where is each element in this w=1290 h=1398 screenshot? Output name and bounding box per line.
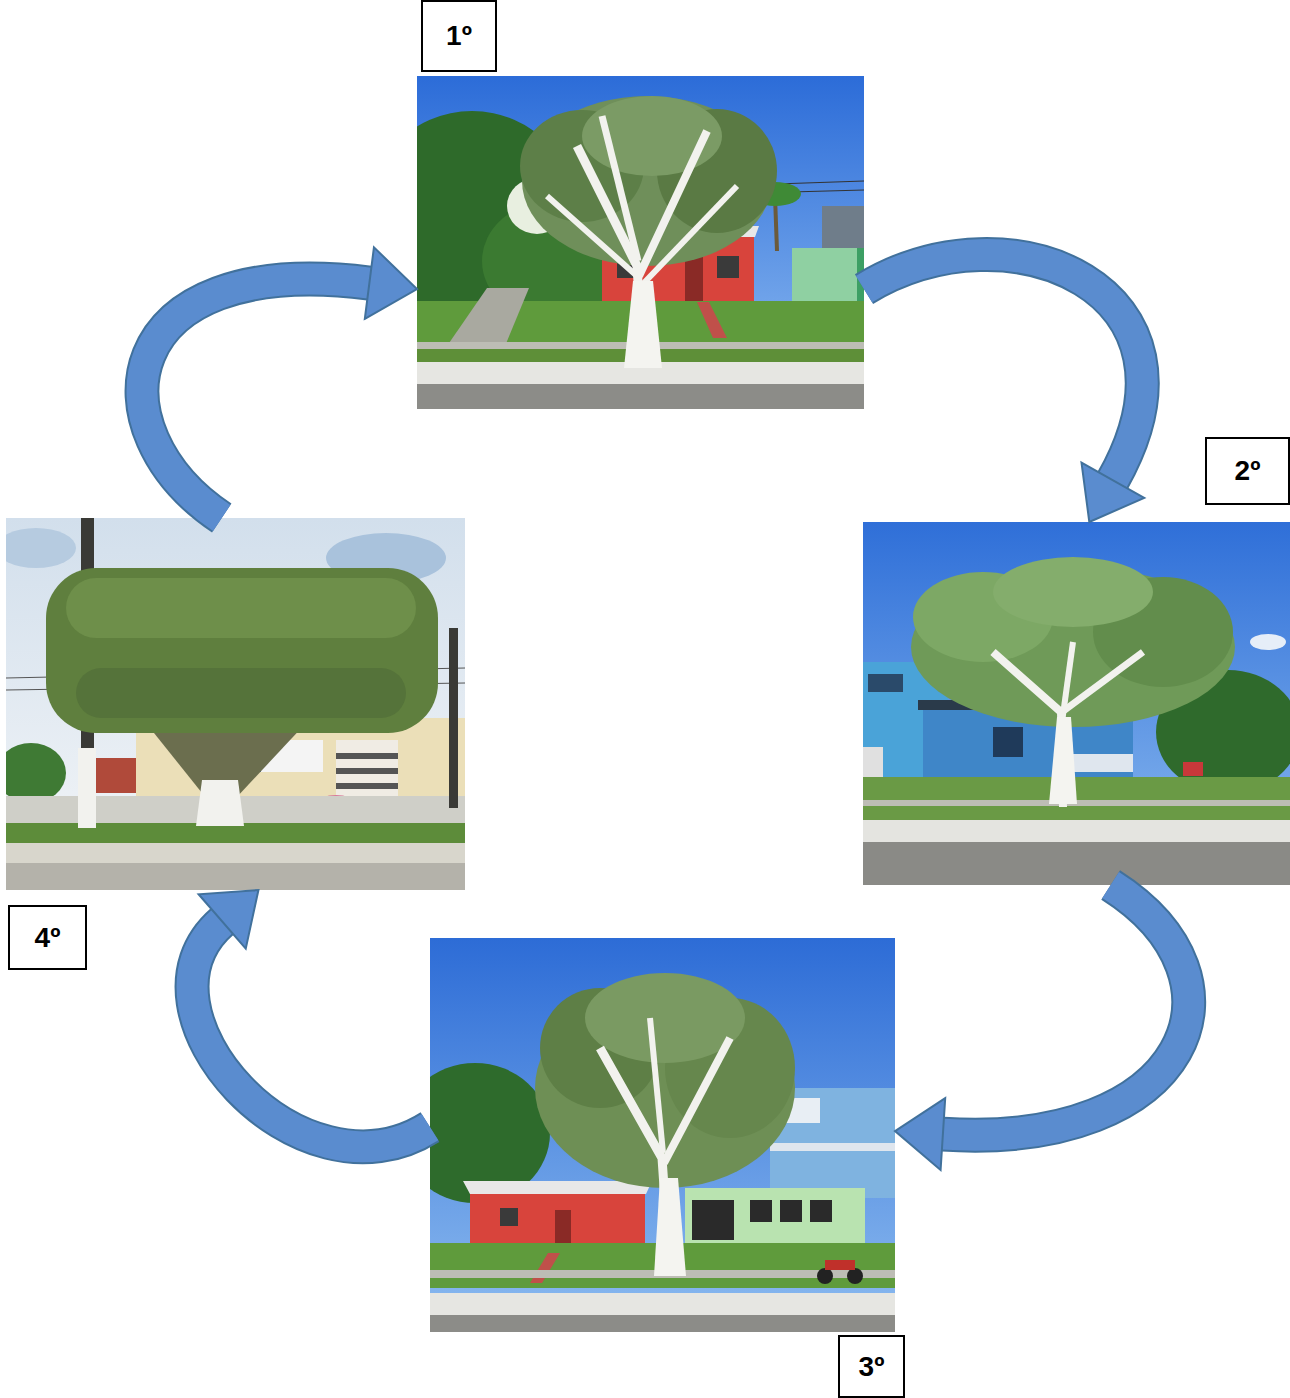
photo-detail xyxy=(641,186,737,286)
photo-detail xyxy=(624,281,662,368)
step-number: 1º xyxy=(421,0,497,72)
photo-detail xyxy=(196,780,244,826)
photo-detail xyxy=(1073,754,1133,772)
arrow-outline xyxy=(192,921,430,1146)
photo-detail xyxy=(547,196,637,276)
photo-node: 1º xyxy=(417,76,864,409)
curved-arrow xyxy=(192,890,430,1147)
arrow-body xyxy=(192,921,430,1146)
photo-detail xyxy=(66,578,416,638)
photo-node: 2º xyxy=(863,522,1290,885)
photo-detail xyxy=(500,1208,518,1226)
photo-detail xyxy=(417,384,864,409)
photo-detail xyxy=(810,1200,832,1222)
photo-node: 4º xyxy=(6,518,465,890)
photo-detail xyxy=(1183,762,1203,776)
tree-photo xyxy=(863,522,1290,885)
photo-detail xyxy=(1062,652,1143,712)
photo-detail xyxy=(6,843,465,863)
arrow-body xyxy=(864,255,1142,481)
photo-detail xyxy=(447,288,529,346)
photo-detail xyxy=(697,302,727,338)
arrow-head xyxy=(1082,463,1145,522)
photo-detail xyxy=(6,518,465,890)
photo-detail xyxy=(430,1315,895,1332)
curved-arrow xyxy=(895,885,1189,1170)
photo-detail xyxy=(817,1268,833,1284)
photo-detail xyxy=(76,668,406,718)
photo-detail xyxy=(993,727,1023,757)
photo-detail xyxy=(780,1200,802,1222)
photo-detail xyxy=(868,674,903,692)
tree-photo xyxy=(417,76,864,409)
photo-detail xyxy=(750,1200,772,1222)
photo-detail xyxy=(6,528,76,568)
photo-detail xyxy=(692,1200,734,1240)
photo-detail xyxy=(6,743,66,803)
photo-detail xyxy=(650,1018,663,1153)
photo-detail xyxy=(863,820,1290,842)
curved-arrow xyxy=(142,247,417,518)
photo-detail xyxy=(46,568,438,733)
photo-detail xyxy=(664,1038,730,1163)
photo-detail xyxy=(993,557,1153,627)
photo-detail xyxy=(530,1253,560,1283)
photo-detail xyxy=(1062,642,1073,722)
photo-detail xyxy=(6,863,465,890)
photo-detail xyxy=(602,116,638,261)
arrow-head xyxy=(199,890,259,949)
step-number: 2º xyxy=(1205,437,1290,505)
curved-arrow xyxy=(864,255,1144,522)
photo-detail xyxy=(430,1293,895,1315)
arrow-outline xyxy=(142,279,369,518)
photo-detail xyxy=(96,758,136,793)
tree-photo xyxy=(6,518,465,890)
photo-detail xyxy=(1049,717,1077,804)
photo-detail xyxy=(1250,634,1286,650)
photo-detail xyxy=(863,842,1290,885)
photo-detail xyxy=(825,1260,855,1270)
photo-detail xyxy=(863,747,883,782)
arrow-body xyxy=(142,279,369,518)
photo-detail xyxy=(654,1178,686,1276)
step-number: 4º xyxy=(8,905,87,970)
photo-detail xyxy=(463,1181,652,1194)
photo-detail xyxy=(770,1143,895,1151)
arrow-body xyxy=(943,885,1189,1135)
step-number: 3º xyxy=(838,1335,905,1398)
photo-detail xyxy=(449,628,458,808)
tree-photo xyxy=(430,938,895,1332)
photo-detail xyxy=(847,1268,863,1284)
photo-node: 3º xyxy=(430,938,895,1332)
arrow-outline xyxy=(943,885,1189,1135)
photo-detail xyxy=(336,768,398,774)
photo-detail xyxy=(717,256,739,278)
arrow-head xyxy=(365,247,417,318)
photo-detail xyxy=(78,748,96,828)
photo-detail xyxy=(336,783,398,789)
photo-detail xyxy=(336,753,398,759)
arrow-head xyxy=(895,1098,945,1170)
arrow-outline xyxy=(864,255,1142,481)
